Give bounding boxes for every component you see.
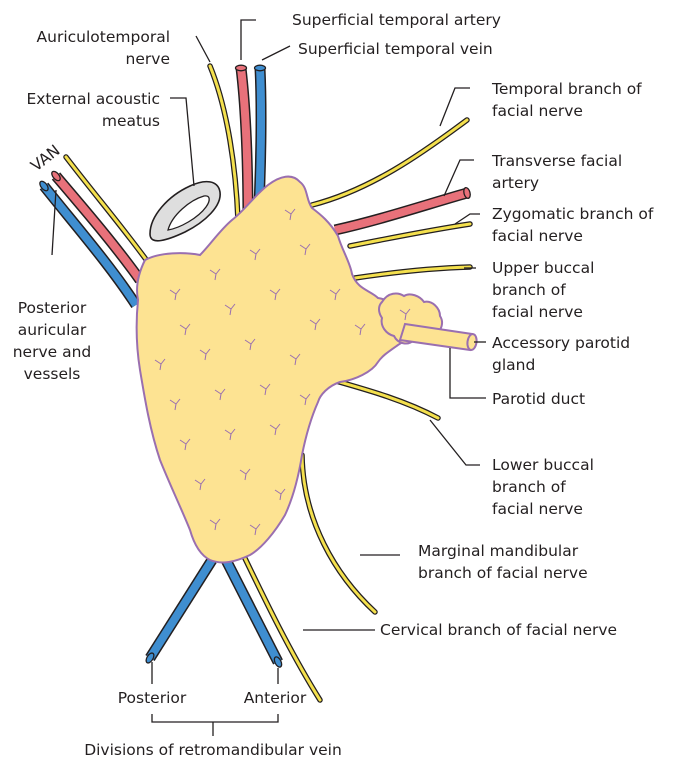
label-upper-buccal-line3: facial nerve [492,303,583,321]
transverse-facial-artery [335,187,471,230]
label-superficial-temporal-artery: Superficial temporal artery [292,11,501,29]
label-temporal-branch-line2: facial nerve [492,102,583,120]
label-auriculotemporal-line2: nerve [126,50,170,68]
label-lower-buccal-line3: facial nerve [492,500,583,518]
label-external-acoustic-line1: External acoustic [26,90,160,108]
label-transverse-facial-line1: Transverse facial [491,152,622,170]
label-temporal-branch-line1: Temporal branch of [491,80,642,98]
label-lower-buccal-line1: Lower buccal [492,456,594,474]
label-superficial-temporal-vein: Superficial temporal vein [298,40,493,58]
label-upper-buccal-line2: branch of [492,281,566,299]
label-zygomatic-branch-line2: facial nerve [492,227,583,245]
label-accessory-parotid-line1: Accessory parotid [492,334,630,352]
label-divisions-retromandibular-vein: Divisions of retromandibular vein [84,741,342,759]
posterior-auricular-artery [50,170,140,280]
label-posterior-auricular-line1: Posterior [18,299,87,317]
label-posterior-auricular-line2: auricular [18,321,87,339]
label-transverse-facial-line2: artery [492,174,539,192]
label-lower-buccal-line2: branch of [492,478,566,496]
label-accessory-parotid-line2: gland [492,356,535,374]
label-external-acoustic-line2: meatus [102,112,160,130]
label-posterior-auricular-line4: vessels [24,365,81,383]
label-parotid-duct: Parotid duct [492,390,585,408]
label-marginal-mandibular-line2: branch of facial nerve [418,564,588,582]
label-posterior-auricular-line3: nerve and [13,343,92,361]
label-anterior-division: Anterior [244,689,307,707]
label-auriculotemporal-line1: Auriculotemporal [37,28,170,46]
marginal-mandibular-nerve [302,455,375,612]
label-upper-buccal-line1: Upper buccal [492,259,594,277]
temporal-branch-nerve [312,120,467,205]
label-marginal-mandibular-line1: Marginal mandibular [418,542,579,560]
label-cervical-branch: Cervical branch of facial nerve [380,621,617,639]
external-acoustic-meatus [150,182,220,241]
retromandibular-vein-posterior-division [145,560,212,664]
label-van: VAN [27,141,63,175]
upper-buccal-nerve [355,267,470,278]
cervical-branch-nerve [240,548,320,700]
label-zygomatic-branch-line1: Zygomatic branch of [492,205,654,223]
label-posterior-division: Posterior [118,689,187,707]
